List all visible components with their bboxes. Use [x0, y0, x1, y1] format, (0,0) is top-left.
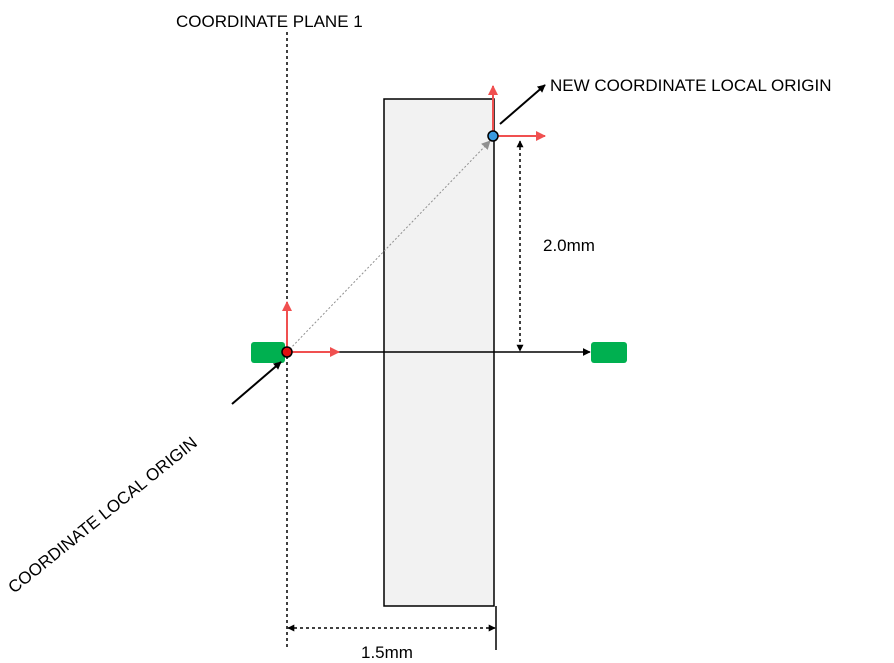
left-terminal [251, 342, 285, 363]
vertical-dimension-label: 2.0mm [543, 236, 595, 255]
origin-point [281, 346, 293, 358]
origin-label: COORDINATE LOCAL ORIGIN [5, 433, 201, 597]
new-origin-point [487, 130, 499, 142]
plane-label: COORDINATE PLANE 1 [176, 12, 363, 31]
origin-pointer [231, 361, 282, 405]
right-terminal [591, 342, 627, 363]
offset-guide-line [286, 140, 491, 353]
new-origin-label: NEW COORDINATE LOCAL ORIGIN [550, 76, 831, 95]
new-origin-pointer [499, 84, 546, 125]
horizontal-dimension-label: 1.5mm [361, 643, 413, 662]
